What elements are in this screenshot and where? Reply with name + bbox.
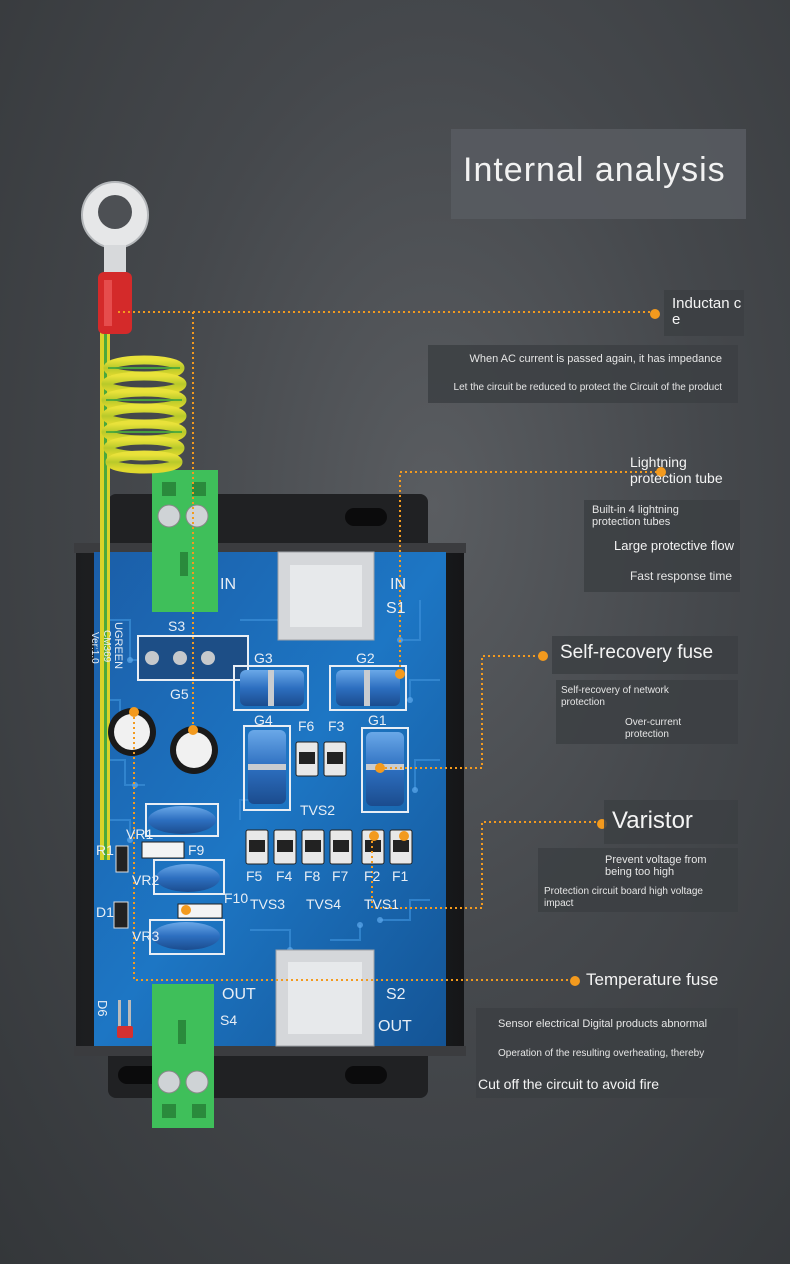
pcb-label-d6: D6 [95, 1000, 110, 1017]
self-recovery-label: Self-recovery fuse [560, 642, 714, 663]
lightning-label-panel: Lightning protection tube [616, 450, 740, 490]
pcb-label-in-left: IN [220, 576, 236, 593]
pcb-label-f2: F2 [364, 868, 381, 884]
varistor-vr2 [156, 864, 220, 892]
pcb-label-s2: S2 [386, 986, 406, 1003]
inductance-desc-panel: When AC current is passed again, it has … [428, 345, 738, 403]
varistor-label: Varistor [612, 807, 693, 834]
lightning-dot [656, 467, 666, 477]
pcb-label-tvs2: TVS2 [300, 802, 336, 818]
self-recovery-label-panel: Self-recovery fuse [552, 636, 738, 674]
temperature-desc-3: Cut off the circuit to avoid fire [478, 1076, 660, 1092]
temperature-desc-2: Operation of the resulting overheating, … [498, 1048, 705, 1059]
terminal-in [152, 470, 218, 612]
varistor-dot [597, 819, 607, 829]
gas-tube-g3 [233, 665, 309, 711]
inductance-dot [650, 309, 660, 319]
gas-tube-g2 [329, 665, 407, 711]
lightning-label: Lightning protection tube [630, 454, 723, 486]
self-recovery-desc-1: Self-recovery of network protection [561, 685, 669, 708]
inductance-desc-1: When AC current is passed again, it has … [469, 353, 722, 365]
pcb-label-s3: S3 [168, 618, 186, 634]
lightning-desc-1: Built-in 4 lightning protection tubes [592, 504, 679, 528]
pcb-label-vr3: VR3 [132, 928, 160, 944]
pcb-label-f9: F9 [188, 842, 205, 858]
pcb-label-tvs1: TVS1 [364, 896, 400, 912]
temperature-desc-1: Sensor electrical Digital products abnor… [498, 1018, 708, 1030]
varistor-desc-panel: Prevent voltage from being too high Prot… [538, 848, 738, 912]
temperature-dot [570, 976, 580, 986]
pcb-label-tvs4: TVS4 [306, 896, 342, 912]
pcb-label-out-left: OUT [222, 986, 256, 1003]
inductor-coil [101, 355, 187, 474]
pcb-label-f7: F7 [332, 868, 349, 884]
pcb-label-r1: R1 [96, 842, 114, 858]
gas-tube-g4 [243, 725, 291, 811]
pcb-label-g3: G3 [254, 650, 273, 666]
pcb-label-g4: G4 [254, 712, 273, 728]
pcb-label-f5: F5 [246, 868, 263, 884]
temperature-desc-panel: Sensor electrical Digital products abnor… [476, 1008, 738, 1098]
pcb-label-f1: F1 [392, 868, 409, 884]
self-recovery-desc-panel: Self-recovery of network protection Over… [556, 680, 738, 744]
pcb-label-f4: F4 [276, 868, 293, 884]
inductance-label-panel: Inductan ce [664, 290, 744, 336]
self-recovery-dot [538, 651, 548, 661]
varistor-vr1 [148, 806, 216, 834]
pcb-label-d1: D1 [96, 904, 114, 920]
pcb-model: CM369 [101, 630, 112, 663]
temperature-label-panel: Temperature fuse [580, 964, 738, 998]
pcb-label-g5: G5 [170, 686, 189, 702]
varistor-vr3 [152, 922, 220, 950]
pcb-label-f6: F6 [298, 718, 315, 734]
pcb-version: Ver:1.0 [89, 632, 100, 664]
inductance-desc-2: Let the circuit be reduced to protect th… [453, 382, 722, 393]
pcb-label-s1: S1 [386, 600, 406, 617]
pcb-label-in-right: IN [390, 576, 406, 593]
pcb-label-g1: G1 [368, 712, 387, 728]
lightning-desc-3: Fast response time [629, 569, 732, 583]
pcb-label-f3: F3 [328, 718, 345, 734]
self-recovery-desc-2: Over-current protection [625, 717, 682, 740]
pcb-label-f8: F8 [304, 868, 321, 884]
pcb-label-tvs3: TVS3 [250, 896, 286, 912]
pcb-label-vr1: VR1 [126, 826, 154, 842]
pcb-label-s4: S4 [220, 1012, 238, 1028]
varistor-label-panel: Varistor [604, 800, 738, 844]
lightning-desc-2: Large protective flow [614, 538, 734, 553]
title-panel: Internal analysis [451, 129, 746, 219]
pcb-label-out-right: OUT [378, 1018, 412, 1035]
inductance-label: Inductan ce [672, 295, 742, 328]
pcb-label-g2: G2 [356, 650, 375, 666]
pcb-brand: UGREEN [112, 622, 124, 670]
pcb-label-f10: F10 [224, 890, 249, 906]
gas-tube-g1 [361, 727, 409, 813]
lightning-desc-panel: Built-in 4 lightning protection tubes La… [584, 500, 740, 592]
pcb-label-vr2: VR2 [132, 872, 160, 888]
varistor-desc-2: Protection circuit board high voltage im… [544, 886, 703, 909]
page-title: Internal analysis [463, 151, 726, 189]
temperature-label: Temperature fuse [586, 970, 719, 989]
ring-terminal [81, 181, 149, 334]
varistor-desc-1: Prevent voltage from being too high [605, 854, 707, 878]
